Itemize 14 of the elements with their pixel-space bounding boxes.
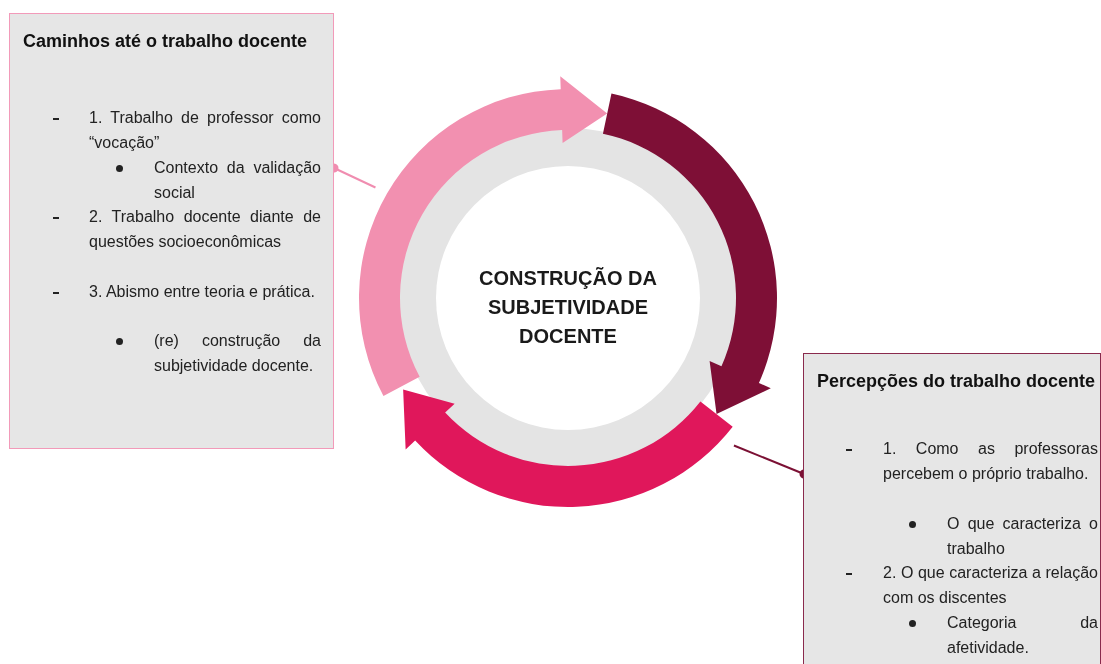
list-item: 1. Como as professoras percebem o próprio trabalho. (883, 439, 1098, 484)
list-item: 1. Trabalho de professor como “vocação” (89, 108, 321, 153)
list-item: 2. O que caracteriza a relação com os discentes (883, 563, 1098, 608)
list-item: O que caracteriza o trabalho (947, 514, 1098, 559)
text-card (803, 353, 1101, 664)
list-item: (re) construção da subjetividade docente. (154, 331, 321, 376)
card-heading: Percepções do trabalho docente (817, 370, 1097, 393)
text-card (9, 13, 334, 449)
list-item: Categoria da afetividade. (947, 613, 1098, 658)
list-item: 3. Abismo entre teoria e prática. (89, 282, 316, 302)
card-heading: Caminhos até o trabalho docente (23, 30, 309, 53)
list-item: 2. Trabalho docente diante de questões socioeconômicas (89, 207, 321, 252)
list-item: Contexto da validação social (154, 158, 321, 203)
center-title: CONSTRUÇÃO DA SUBJETIVIDADE DOCENTE (478, 266, 658, 349)
